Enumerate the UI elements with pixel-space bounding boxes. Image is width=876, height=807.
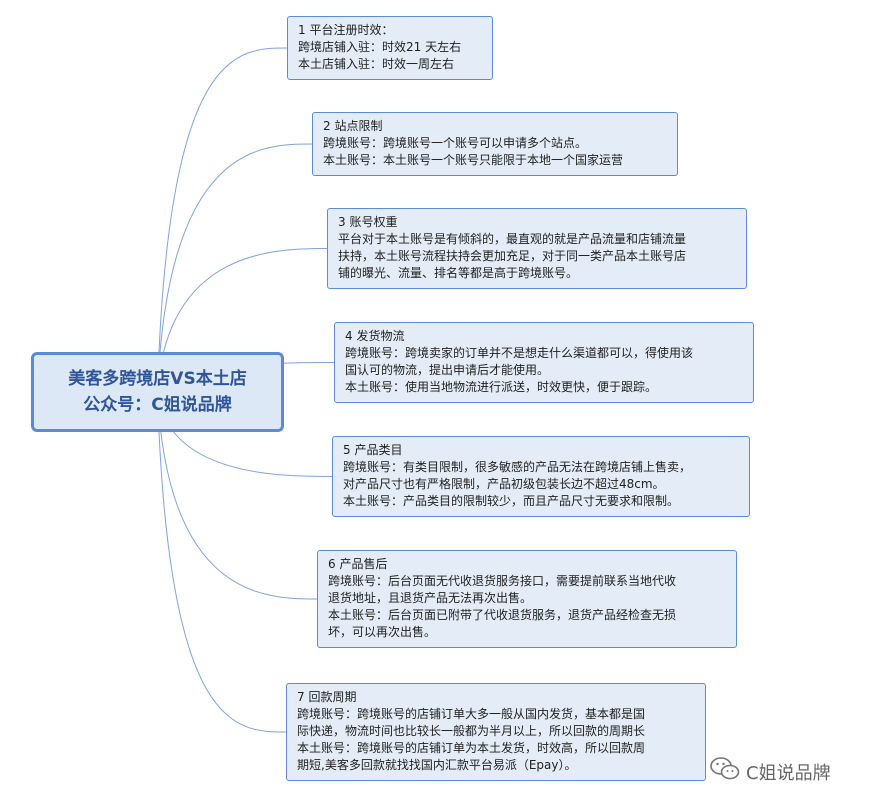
topic-line: 5 产品类目: [343, 443, 403, 457]
topic-line: 2 站点限制: [323, 119, 383, 133]
topic-line: 本土店铺入驻：时效一周左右: [298, 57, 455, 71]
topic-line: 本土账号：使用当地物流进行派送，时效更快，便于跟踪。: [345, 380, 658, 394]
topic-line: 跨境账号：跨境账号一个账号可以申请多个站点。: [323, 136, 588, 150]
topic-after-sales[interactable]: 6 产品售后 跨境账号：后台页面无代收退货服务接口，需要提前联系当地代收 退货地…: [317, 550, 737, 648]
connector-line-1: [157, 47, 288, 393]
topic-product-category[interactable]: 5 产品类目 跨境账号：有类目限制，很多敏感的产品无法在跨境店铺上售卖， 对产品…: [332, 436, 750, 517]
topic-line: 平台对于本土账号是有倾斜的，最直观的就是产品流量和店铺流量: [338, 232, 687, 246]
topic-line: 对产品尺寸也有严格限制，产品初级包装长边不超过48cm。: [343, 477, 665, 491]
topic-line: 扶持，本土账号流程扶持会更加充足，对于同一类产品本土账号店: [338, 249, 687, 263]
topic-line: 跨境账号：跨境卖家的订单并不是想走什么渠道都可以，得使用该: [345, 346, 694, 360]
root-title: 美客多跨境店VS本土店: [68, 369, 247, 389]
topic-line: 跨境账号：后台页面无代收退货服务接口，需要提前联系当地代收: [328, 574, 677, 588]
topic-line: 跨境账号：跨境账号的店铺订单大多一般从国内发货，基本都是国: [297, 707, 646, 721]
topic-line: 本土账号：本土账号一个账号只能限于本地一个国家运营: [323, 153, 624, 167]
connector-line-2: [157, 143, 313, 393]
topic-registration-time[interactable]: 1 平台注册时效： 跨境店铺入驻：时效21 天左右 本土店铺入驻：时效一周左右: [287, 16, 493, 80]
topic-line: 际快递，物流时间也比较长一般都为半月以上，所以回款的周期长: [297, 724, 646, 738]
topic-line: 本土账号：跨境账号的店铺订单为本土发货，时效高，所以回款周: [297, 741, 646, 755]
topic-line: 跨境账号：有类目限制，很多敏感的产品无法在跨境店铺上售卖，: [343, 460, 692, 474]
topic-line: 本土账号：产品类目的限制较少，而且产品尺寸无要求和限制。: [343, 494, 680, 508]
topic-line: 1 平台注册时效：: [298, 23, 394, 37]
topic-line: 7 回款周期: [297, 690, 357, 704]
topic-line: 坏，可以再次出售。: [328, 625, 437, 639]
connector-line-6: [157, 391, 318, 600]
topic-line: 本土账号：后台页面已附带了代收退货服务，退货产品经检查无损: [328, 608, 677, 622]
topic-shipping-logistics[interactable]: 4 发货物流 跨境账号：跨境卖家的订单并不是想走什么渠道都可以，得使用该 国认可…: [334, 322, 754, 403]
topic-payment-cycle[interactable]: 7 回款周期 跨境账号：跨境账号的店铺订单大多一般从国内发货，基本都是国 际快递…: [286, 683, 706, 781]
topic-line: 期短,美客多回款就找找国内汇款平台易派（Epay）。: [297, 758, 577, 772]
topic-line: 3 账号权重: [338, 215, 398, 229]
wechat-icon: [710, 756, 740, 787]
topic-line: 4 发货物流: [345, 329, 405, 343]
topic-line: 铺的曝光、流量、排名等都是高于跨境账号。: [338, 266, 579, 280]
topic-account-weight[interactable]: 3 账号权重 平台对于本土账号是有倾斜的，最直观的就是产品流量和店铺流量 扶持，…: [327, 208, 747, 289]
connector-line-3: [157, 248, 328, 393]
watermark-text: C姐说品牌: [746, 762, 831, 784]
topic-line: 跨境店铺入驻：时效21 天左右: [298, 40, 462, 54]
topic-line: 退货地址，且退货产品无法再次出售。: [328, 591, 533, 605]
topic-line: 6 产品售后: [328, 557, 388, 571]
watermark: C姐说品牌: [710, 756, 831, 787]
topic-site-restriction[interactable]: 2 站点限制 跨境账号：跨境账号一个账号可以申请多个站点。 本土账号：本土账号一…: [312, 112, 678, 176]
topic-line: 国认可的物流，提出申请后才能使用。: [345, 363, 550, 377]
root-topic[interactable]: 美客多跨境店VS本土店 公众号：C姐说品牌: [31, 352, 284, 432]
connector-line-7: [157, 391, 287, 733]
root-subtitle: 公众号：C姐说品牌: [83, 395, 232, 415]
